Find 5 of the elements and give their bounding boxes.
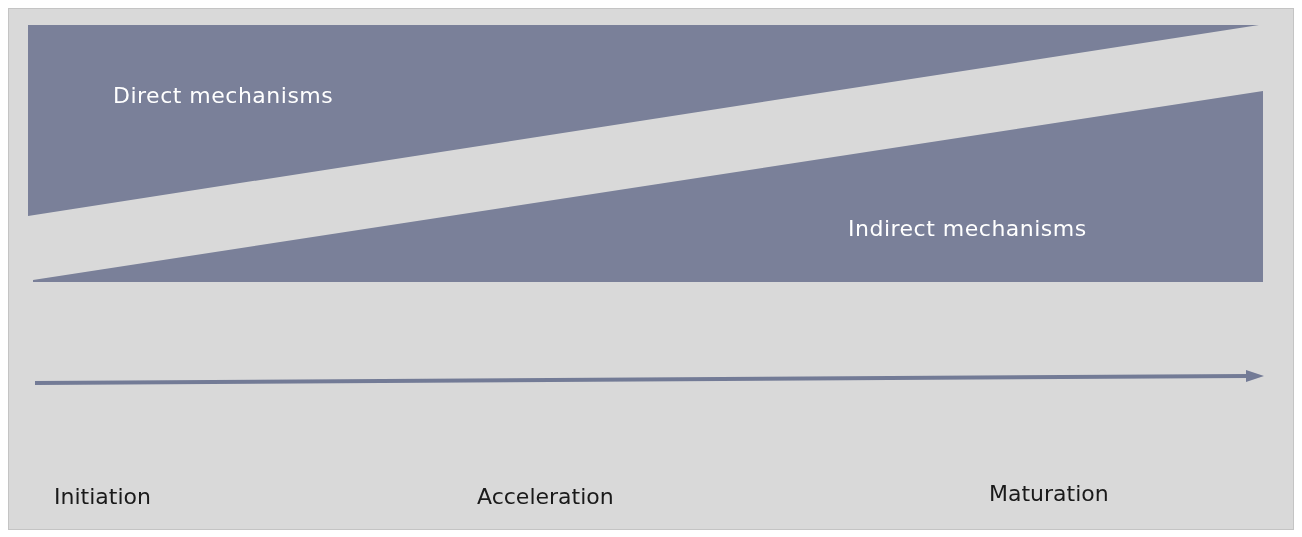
band-label: Direct mechanisms bbox=[113, 83, 334, 108]
stage-label: Initiation bbox=[54, 484, 151, 509]
stage-label: Maturation bbox=[989, 481, 1109, 506]
stage-label: Acceleration bbox=[477, 484, 614, 509]
band-label: Indirect mechanisms bbox=[848, 216, 1087, 241]
